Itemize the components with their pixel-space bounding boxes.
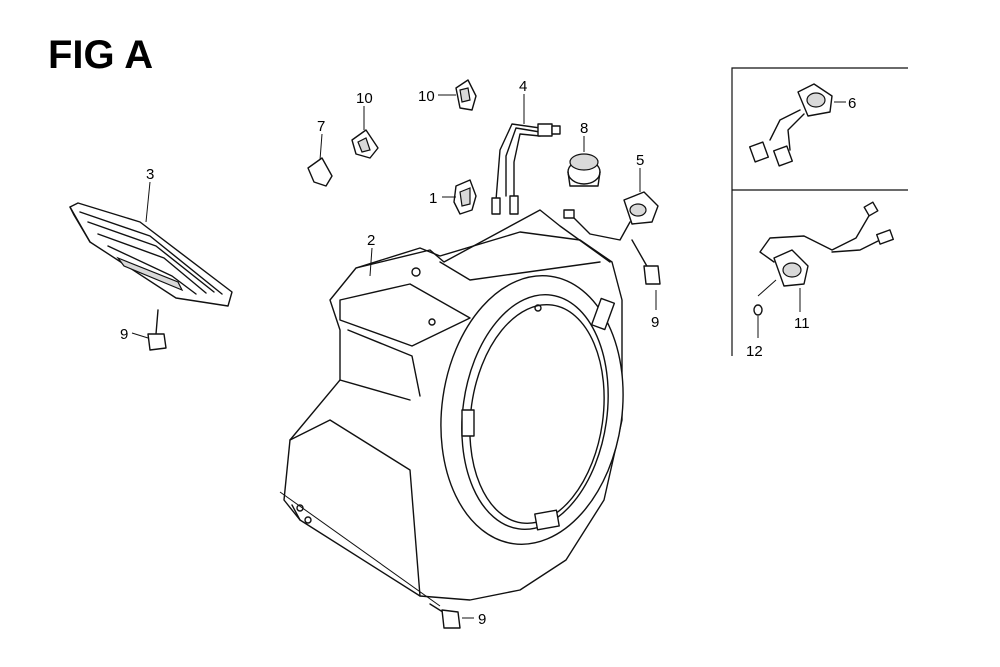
leader-9-left: [131, 332, 149, 339]
part-9-bolt-bottom: [429, 603, 461, 629]
part-7-clip: [307, 157, 333, 187]
callout-9-bottom: 9: [478, 611, 486, 628]
callout-6: 6: [848, 95, 856, 112]
part-10-clip-left: [351, 129, 379, 159]
part-11-sensor: [759, 201, 894, 287]
figure-title: FIG A: [48, 33, 153, 77]
leader-2: [369, 247, 373, 277]
part-12-screw: [753, 304, 763, 338]
callout-7: 7: [317, 118, 325, 135]
callout-9-left: 9: [120, 326, 128, 343]
leader-3: [145, 181, 151, 223]
part-3-cover-plate: [69, 202, 233, 307]
part-1-clamp: [453, 179, 477, 215]
callout-10-left: 10: [356, 90, 373, 107]
part-9-bolt-right: [631, 239, 661, 285]
part-4-wire-harness: [491, 123, 561, 215]
callout-9-right: 9: [651, 314, 659, 331]
part-5-sensor: [563, 191, 659, 241]
callout-10-top: 10: [418, 88, 435, 105]
callout-8: 8: [580, 120, 588, 137]
part-8-grommet: [567, 153, 601, 187]
callout-11: 11: [794, 315, 810, 332]
callout-2: 2: [367, 232, 375, 249]
inset-frame: [731, 67, 908, 356]
leader-bolt-path: [279, 491, 441, 607]
part-10-clip-top: [455, 79, 477, 111]
part-9-bolt-left: [147, 309, 167, 351]
leader-12: [757, 279, 777, 297]
part-2-fan-cover: [283, 209, 624, 601]
callout-3: 3: [146, 166, 154, 183]
callout-12: 12: [746, 343, 763, 360]
callout-5: 5: [636, 152, 644, 169]
leader-7: [319, 133, 323, 161]
callout-1: 1: [429, 190, 437, 207]
callout-4: 4: [519, 78, 527, 95]
part-6-sensor: [748, 83, 833, 167]
